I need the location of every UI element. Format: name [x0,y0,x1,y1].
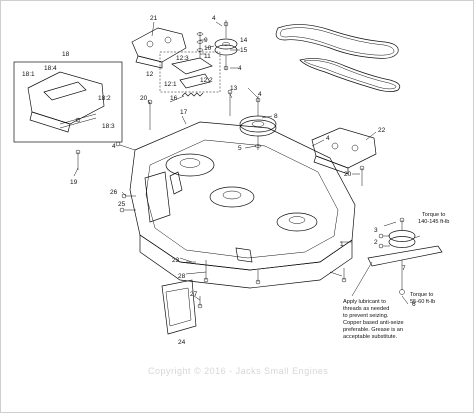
callout-19: 19 [70,179,78,186]
callout-25: 25 [118,201,126,208]
callout-4-pulley: 4 [258,91,262,98]
callout-4-right: 4 [326,135,330,142]
right-bolt [359,165,365,186]
callout-5: 5 [238,145,242,152]
callout-12-1: 12:1 [164,81,177,88]
copyright-watermark: Copyright © 2016 - Jacks Small Engines [148,366,328,376]
callout-10: 10 [204,45,212,52]
svg-text:Torque to: Torque to [422,212,445,218]
callout-3: 3 [374,227,378,234]
deck-left-hardware [75,141,136,213]
svg-text:ZERO TURN: ZERO TURN [151,180,162,204]
callout-9: 9 [204,37,208,44]
callout-15: 15 [240,47,248,54]
discharge-chute [161,279,197,335]
callout-18: 18 [62,51,70,58]
idler-pulley-top [214,20,238,71]
idler-arm-assembly-box [159,51,221,93]
deck-pulley-right [227,89,277,150]
callout-8: 8 [274,113,278,120]
callout-17: 17 [180,109,188,116]
callout-14: 14 [240,37,248,44]
callout-4-left: 4 [112,143,116,150]
leader-lines [73,21,421,305]
lubricant-note: Apply lubricant to threads as needed to … [343,299,404,340]
callout-6: 6 [412,301,416,308]
callout-18-2: 18:2 [98,95,111,102]
callout-20-right: 20 [344,171,352,178]
svg-text:Apply lubricant to: Apply lubricant to [343,299,386,305]
callout-1: 1 [340,241,344,248]
callout-4-top: 4 [212,15,216,22]
callout-23: 23 [172,257,180,264]
callout-20-left: 20 [140,95,148,102]
belt-cover-left [131,27,187,69]
svg-text:preferable. Grease is an: preferable. Grease is an [343,327,403,333]
svg-text:Torque to: Torque to [410,292,433,298]
callout-12: 12 [146,71,154,78]
callout-12-2: 12:2 [200,77,213,84]
callout-22: 22 [378,127,386,134]
belt-cover-assembly-box [13,61,123,143]
svg-text:Copper based anti-seize: Copper based anti-seize [343,320,404,326]
callout-12-3: 12:3 [176,55,189,62]
mower-blade [367,245,443,295]
callout-2: 2 [374,239,378,246]
belt-cover-right [311,127,377,175]
callout-24: 24 [178,339,186,346]
callout-16: 16 [170,95,178,102]
callout-11: 11 [204,53,211,60]
callout-26: 26 [110,189,118,196]
mower-deck: ZERO TURN [129,121,356,289]
blade-spindle [378,217,416,249]
callout-18-4: 18:4 [44,65,57,72]
svg-text:140-145 ft-lb: 140-145 ft-lb [418,219,449,225]
callout-18-1: 18:1 [22,71,35,78]
svg-text:acceptable substitute.: acceptable substitute. [343,334,398,340]
torque-note-bottom: Torque to 55-60 ft-lb [410,292,435,305]
callout-labels: 21 4 9 10 11 14 15 4 12:3 12 12:1 12:2 1… [22,15,416,346]
callout-4-mid: 4 [238,65,242,72]
washer-stack [196,32,204,58]
drive-belt [275,24,401,92]
callout-28: 28 [178,273,186,280]
svg-text:55-60 ft-lb: 55-60 ft-lb [410,299,435,305]
callout-18-3: 18:3 [102,123,115,130]
callout-7: 7 [402,265,406,272]
callout-21: 21 [150,15,158,22]
deck-front-hardware [186,260,347,309]
svg-text:to prevent seizing.: to prevent seizing. [343,313,389,319]
torque-note-top: Torque to 140-145 ft-lb [418,212,449,225]
callout-13: 13 [230,85,238,92]
svg-text:threads as needed: threads as needed [343,306,389,312]
callout-27: 27 [190,291,198,298]
